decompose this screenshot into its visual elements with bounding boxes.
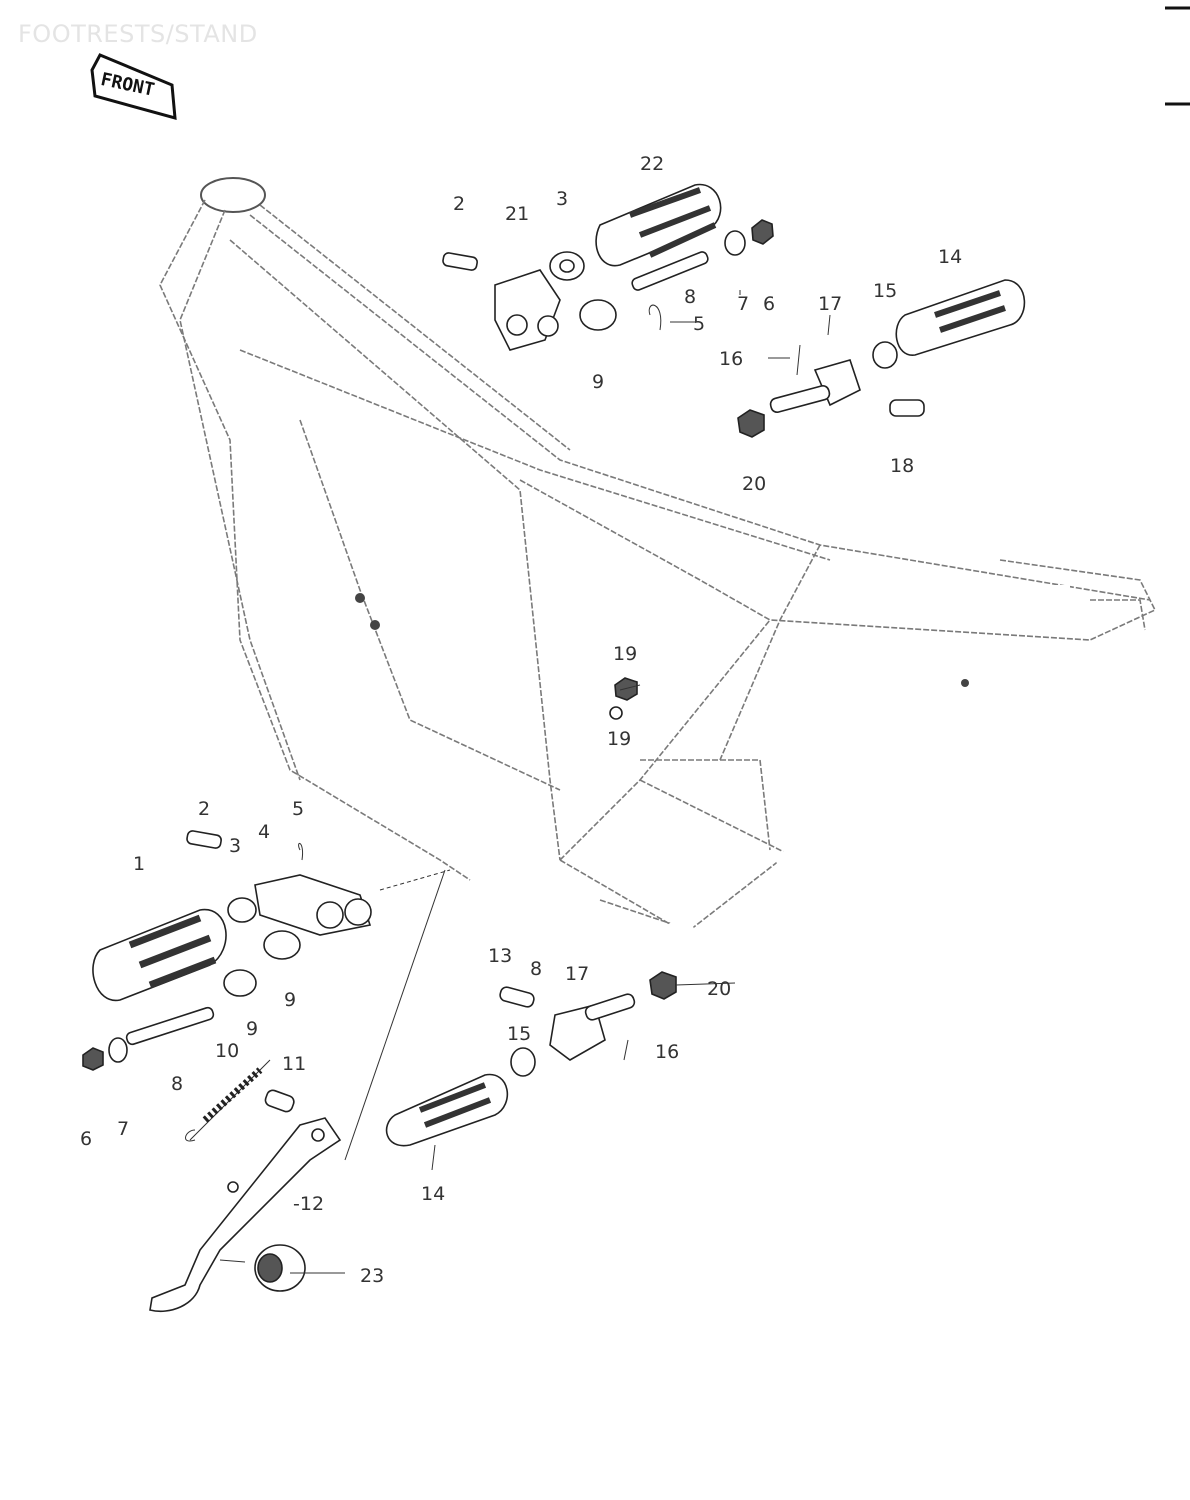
rubber-grip-ribs — [128, 914, 217, 989]
washer-hole — [559, 259, 575, 273]
callout-5: 5 — [292, 798, 304, 820]
callout-6: 6 — [763, 293, 775, 315]
nut-part — [82, 1047, 104, 1071]
callout-14: 14 — [938, 246, 962, 268]
bracket-hole — [537, 315, 559, 337]
bracket-hole — [344, 898, 372, 926]
rubber-grip-ribs — [628, 187, 717, 258]
callout-8: 8 — [171, 1073, 183, 1095]
motorcycle-frame — [159, 177, 1157, 940]
cotter-pin-part — [796, 344, 801, 376]
washer-part — [609, 706, 623, 720]
callout-15: 15 — [507, 1023, 531, 1045]
cotter-pin-part — [298, 842, 304, 861]
stand-stud — [219, 1259, 246, 1263]
nut-part — [649, 971, 677, 1000]
right-footrest-assembly — [385, 971, 677, 1147]
stand-pivot-hole — [311, 1128, 325, 1142]
front-direction-badge: FRONT — [90, 53, 177, 121]
callout-9: 9 — [246, 1018, 258, 1040]
callout-8: 8 — [530, 958, 542, 980]
callout-7: 7 — [737, 293, 749, 315]
stand-rubber-center — [257, 1253, 283, 1283]
leader-lines — [290, 290, 831, 1274]
callout-17: 17 — [818, 293, 842, 315]
leader-line — [379, 869, 451, 891]
callout-12: -12 — [293, 1193, 324, 1215]
callout-16: 16 — [719, 348, 743, 370]
callout-1: 1 — [133, 853, 145, 875]
callout-15: 15 — [873, 280, 897, 302]
nut-part — [737, 409, 765, 438]
callout-8: 8 — [684, 286, 696, 308]
bolt-part — [264, 1089, 295, 1113]
bracket-hole — [506, 314, 528, 336]
side-stand-part — [149, 1117, 342, 1312]
pin-part — [186, 830, 222, 849]
bolt-part — [889, 399, 925, 417]
shaft-part — [125, 1006, 215, 1046]
leader-line — [619, 684, 641, 691]
rubber-grip-ribs — [934, 290, 1006, 333]
callout-11: 11 — [282, 1053, 306, 1075]
footrest-rubber-part — [385, 1073, 509, 1147]
pin-part — [442, 252, 478, 271]
bolt-part — [499, 986, 535, 1008]
bushing-part — [223, 969, 257, 997]
leader-line — [344, 869, 446, 1161]
callout-16: 16 — [655, 1041, 679, 1063]
callout-6: 6 — [80, 1128, 92, 1150]
callout-10: 10 — [215, 1040, 239, 1062]
bushing-part — [579, 299, 617, 331]
callout-5: 5 — [693, 313, 705, 335]
stand-spring-hook — [227, 1181, 239, 1193]
callout-3: 3 — [229, 835, 241, 857]
callout-19: 19 — [607, 728, 631, 750]
shaft-part — [769, 385, 831, 413]
bushing-part — [263, 930, 301, 960]
callout-17: 17 — [565, 963, 589, 985]
rear-footrest-assembly — [442, 183, 1026, 438]
callout-20: 20 — [707, 978, 731, 1000]
callout-13: 13 — [488, 945, 512, 967]
washer-part — [227, 897, 257, 923]
front-footrest-assembly — [82, 830, 451, 1312]
callout-9: 9 — [284, 989, 296, 1011]
callout-19: 19 — [613, 643, 637, 665]
cotter-pin-part — [623, 1039, 629, 1061]
footrest-rubber-part — [895, 279, 1026, 356]
callout-9: 9 — [592, 371, 604, 393]
callout-23: 23 — [360, 1265, 384, 1287]
washer-part — [724, 230, 746, 256]
page-title: FOOTRESTS/STAND — [18, 20, 258, 48]
callout-20: 20 — [742, 473, 766, 495]
callout-22: 22 — [640, 153, 664, 175]
shaft-part — [631, 251, 709, 291]
callout-2: 2 — [198, 798, 210, 820]
bracket-hole — [316, 901, 344, 929]
callout-21: 21 — [505, 203, 529, 225]
callout-18: 18 — [890, 455, 914, 477]
washer-part — [108, 1037, 128, 1063]
nut-part — [751, 219, 774, 245]
callout-numbers: 2 21 3 22 8 5 9 7 6 14 15 17 16 20 18 19… — [80, 153, 962, 1287]
cotter-pin-part — [648, 304, 662, 331]
footrest-bracket-part — [494, 269, 561, 351]
callout-14: 14 — [421, 1183, 445, 1205]
callout-7: 7 — [117, 1118, 129, 1140]
callout-3: 3 — [556, 188, 568, 210]
spring-coils — [202, 1067, 263, 1123]
washer-part — [872, 341, 898, 369]
rubber-grip-ribs — [418, 1082, 492, 1128]
shaft-part — [584, 993, 636, 1021]
callout-2: 2 — [453, 193, 465, 215]
callout-4: 4 — [258, 821, 270, 843]
washer-part — [510, 1047, 536, 1077]
spring-part — [185, 1059, 271, 1142]
